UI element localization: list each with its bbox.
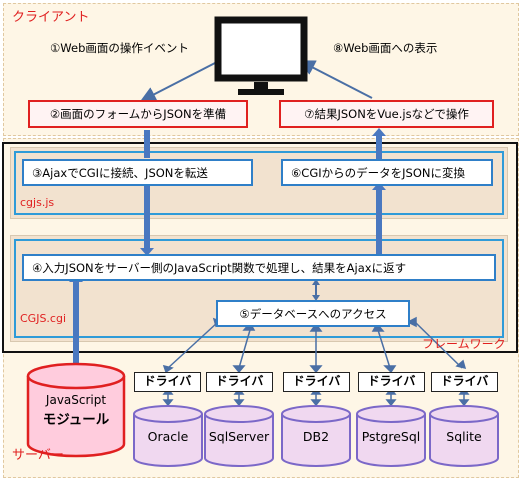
- db-fanout-lines: [162, 316, 467, 374]
- arrow-s7-to-monitor: [298, 60, 373, 99]
- connector-s3-s4: [144, 186, 150, 248]
- driver-box-sqlserver: ドライバ: [206, 372, 273, 392]
- step1-label: ①Web画面の操作イベント: [50, 41, 189, 55]
- driver-box-sqlite: ドライバ: [431, 372, 498, 392]
- module-text-line2: モジュール: [42, 412, 110, 428]
- db-cylinder-sqlserver: [204, 405, 274, 467]
- connector-s4-module: [73, 280, 79, 376]
- db-label-postgres: PstgreSql: [361, 429, 421, 444]
- step8-label: ⑧Web画面への表示: [333, 41, 438, 55]
- step3-box: ③AjaxでCGIに接続、JSONを転送: [22, 159, 253, 186]
- framework-frame: [2, 142, 518, 353]
- step2-box: ②画面のフォームからJSONを準備: [28, 100, 248, 128]
- database-cylinders: [133, 405, 499, 467]
- cgjs-cgi-label: CGJS.cgi: [20, 312, 67, 325]
- db-label-sqlite: Sqlite: [446, 429, 482, 444]
- connector-s2-s3: [144, 130, 150, 158]
- cgjs-cgi-inner: [14, 239, 504, 338]
- cgjs-js-label: cgjs.js: [20, 196, 55, 209]
- javascript-module-cylinder: [26, 362, 126, 458]
- db-label-oracle: Oracle: [147, 429, 189, 444]
- db-label-sqlserver: SqlServer: [208, 429, 270, 444]
- module-text-line1: JavaScript: [45, 393, 107, 407]
- step4-text: ④入力JSONをサーバー側のJavaScript関数で処理し、結果をAjaxに返…: [32, 260, 407, 275]
- server-label: サーバー: [12, 448, 64, 463]
- arrow-monitor-to-s2: [139, 62, 216, 102]
- step2-text: ②画面のフォームからJSONを準備: [49, 107, 227, 121]
- db-cylinder-db2: [281, 405, 351, 467]
- step6-box: ⑥CGIからのデータをJSONに変換: [281, 159, 493, 186]
- driver-box-oracle: ドライバ: [134, 372, 201, 392]
- db-cylinder-postgres: [356, 405, 426, 467]
- db-cylinder-sqlite: [429, 405, 499, 467]
- monitor-icon: [214, 16, 308, 95]
- cgjs-js-inner: [14, 151, 504, 215]
- connector-s6-s7: [376, 134, 382, 160]
- step3-text: ③AjaxでCGIに接続、JSONを転送: [32, 165, 208, 180]
- driver-box-db2: ドライバ: [283, 372, 350, 392]
- driver-box-postgres: ドライバ: [358, 372, 425, 392]
- step7-text: ⑦結果JSONをVue.jsなどで操作: [304, 107, 469, 121]
- connector-s4-s6: [376, 190, 382, 254]
- db-cylinder-oracle: [133, 405, 203, 467]
- step6-text: ⑥CGIからのデータをJSONに変換: [291, 165, 465, 180]
- db-label-db2: DB2: [302, 429, 330, 444]
- framework-label: フレームワーク: [422, 337, 506, 351]
- step5-text: ⑤データベースへのアクセス: [239, 306, 387, 321]
- step4-box: ④入力JSONをサーバー側のJavaScript関数で処理し、結果をAjaxに返…: [22, 254, 496, 281]
- step5-box: ⑤データベースへのアクセス: [216, 300, 410, 327]
- step7-box: ⑦結果JSONをVue.jsなどで操作: [279, 100, 494, 128]
- client-label: クライアント: [12, 10, 90, 25]
